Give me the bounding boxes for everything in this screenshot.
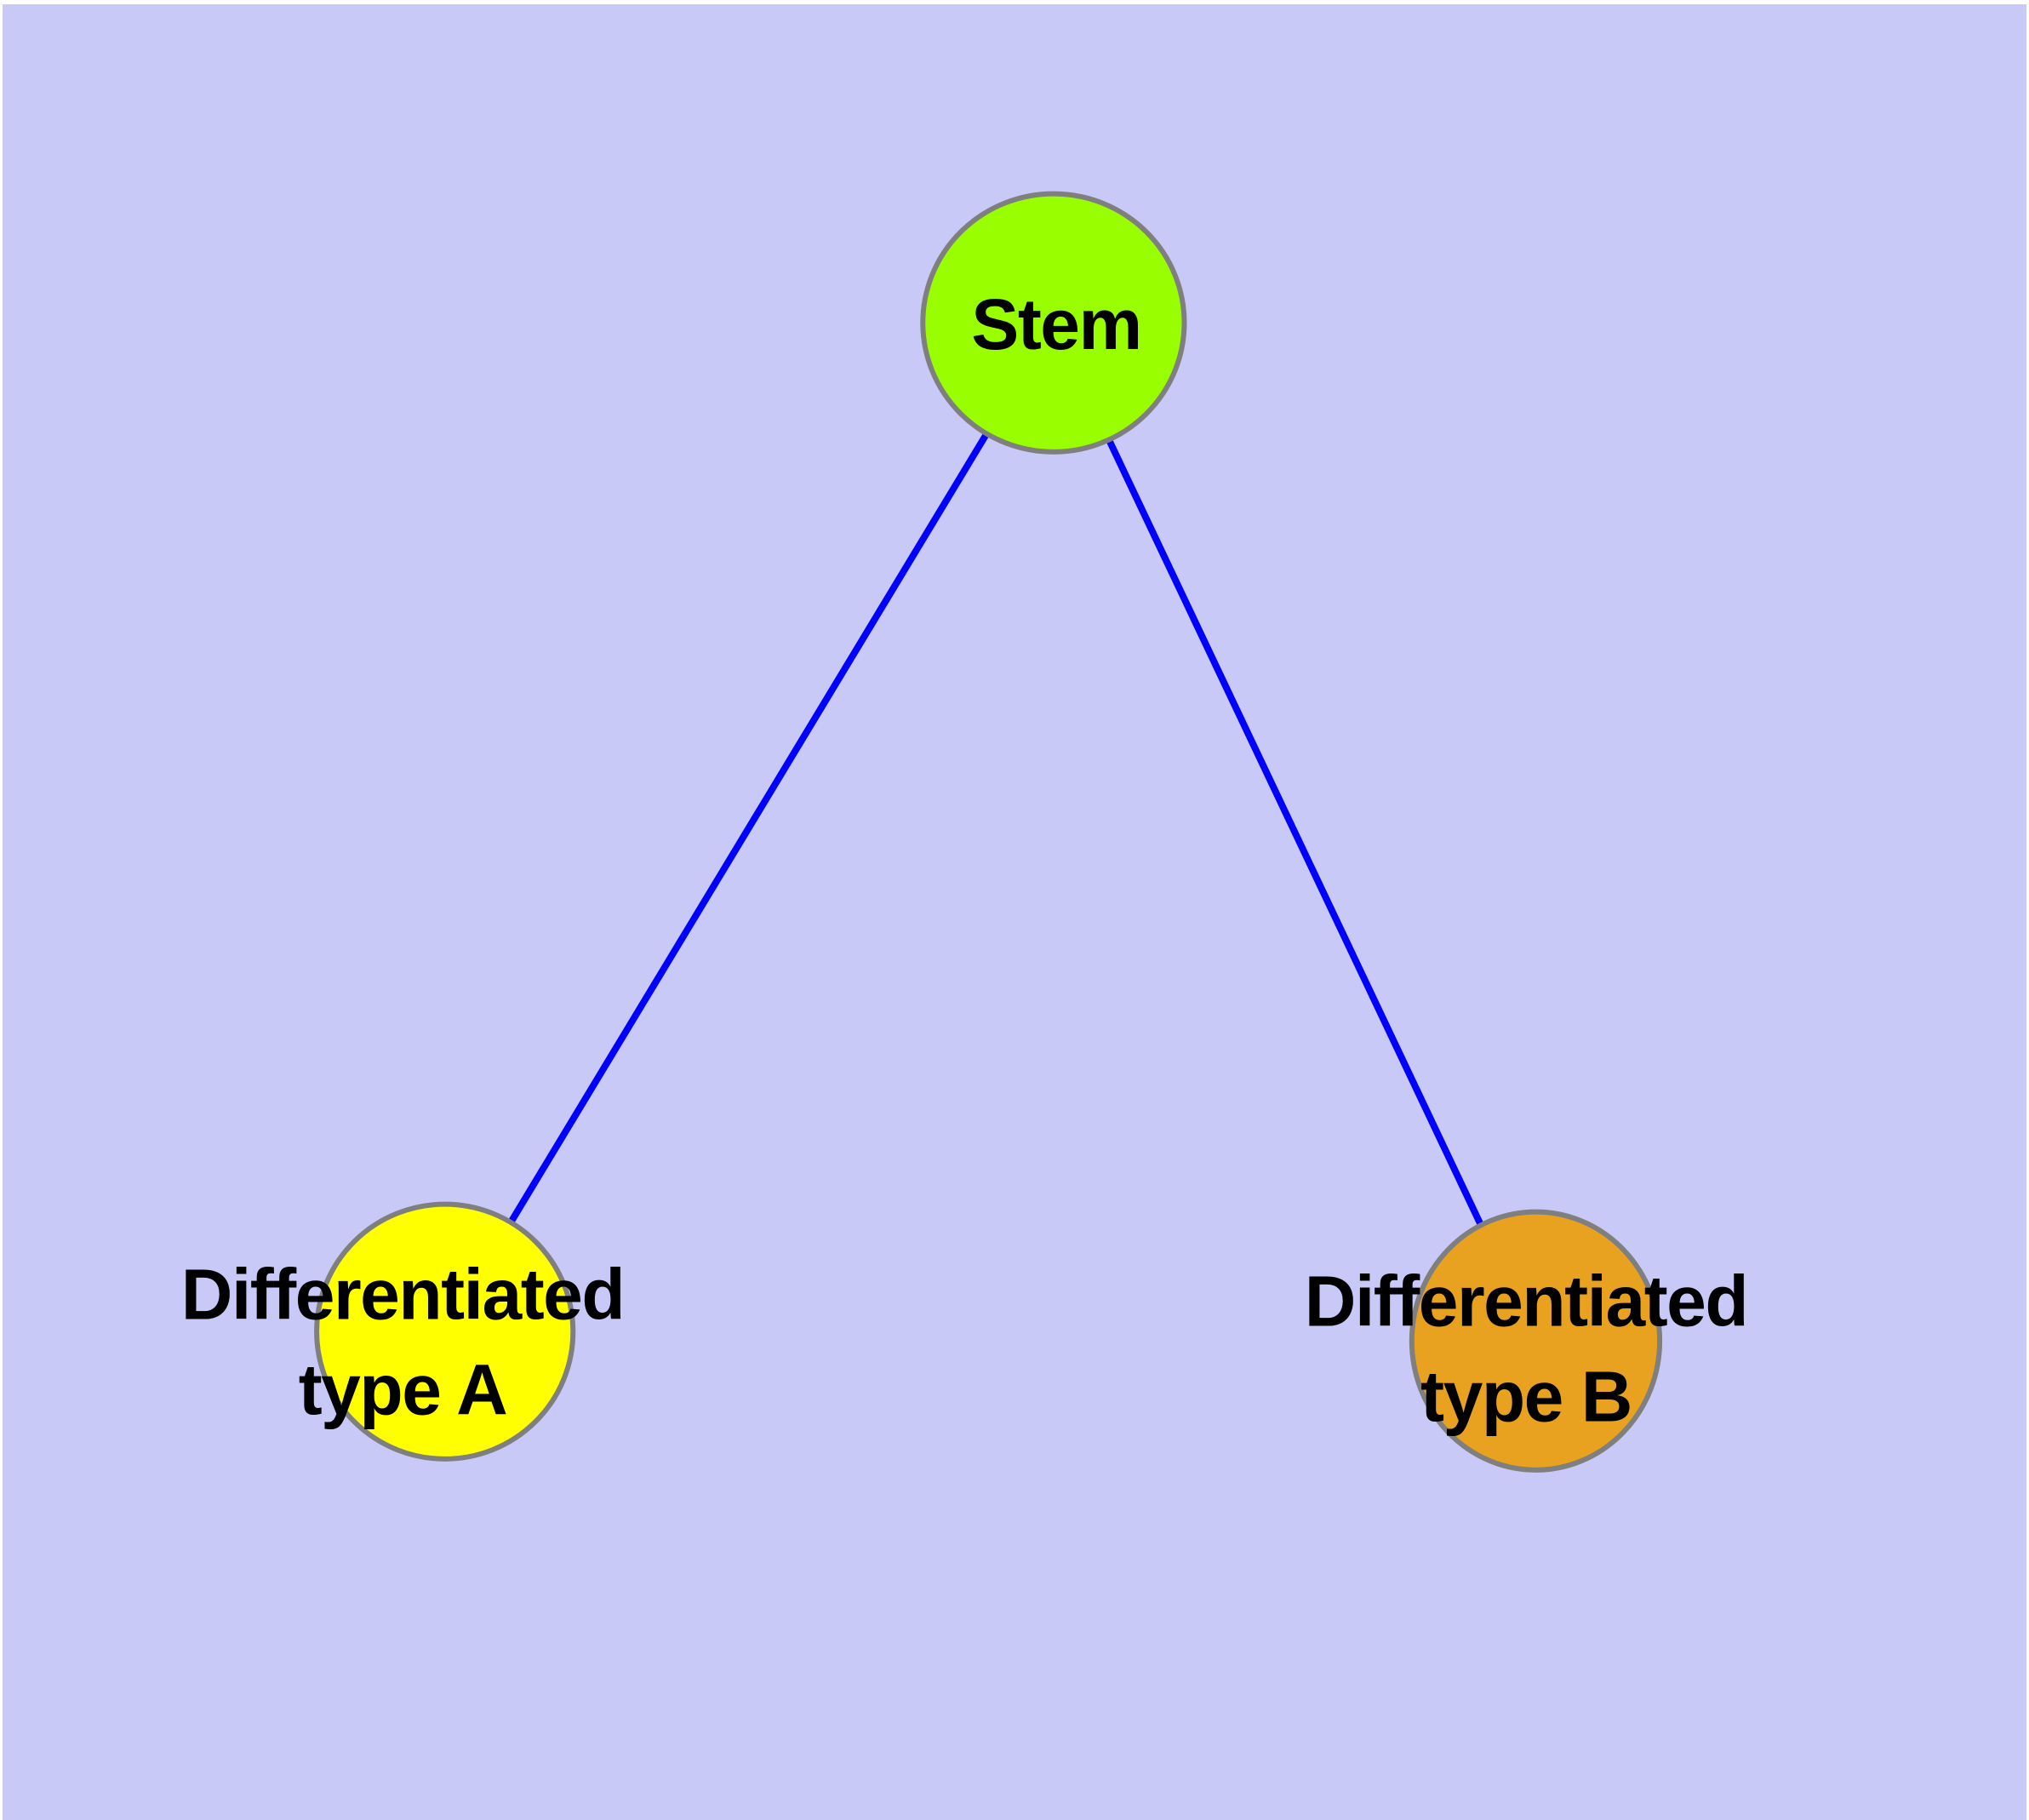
graph-drawing xyxy=(314,191,1663,1473)
node-differentiated-type-a-circle xyxy=(314,1201,576,1462)
node-differentiated-type-b-label: Differentiated type B xyxy=(1304,1254,1749,1444)
node-differentiated-type-b-circle xyxy=(1409,1209,1663,1473)
node-differentiated-type-b-label-line2: type B xyxy=(1420,1356,1632,1436)
node-stem-label-text: Stem xyxy=(971,284,1142,365)
node-stem-circle xyxy=(920,191,1187,455)
node-differentiated-type-a-label-line1: Differentiated xyxy=(180,1254,626,1335)
edge-stem-to-type-a xyxy=(442,321,1057,1334)
node-differentiated-type-a-label: Differentiated type A xyxy=(180,1247,626,1437)
edge-stem-to-type-b xyxy=(1050,321,1540,1342)
node-differentiated-type-a-label-line2: type A xyxy=(298,1349,508,1429)
node-differentiated-type-b-label-line1: Differentiated xyxy=(1304,1261,1749,1342)
node-stem-label: Stem xyxy=(971,278,1142,373)
